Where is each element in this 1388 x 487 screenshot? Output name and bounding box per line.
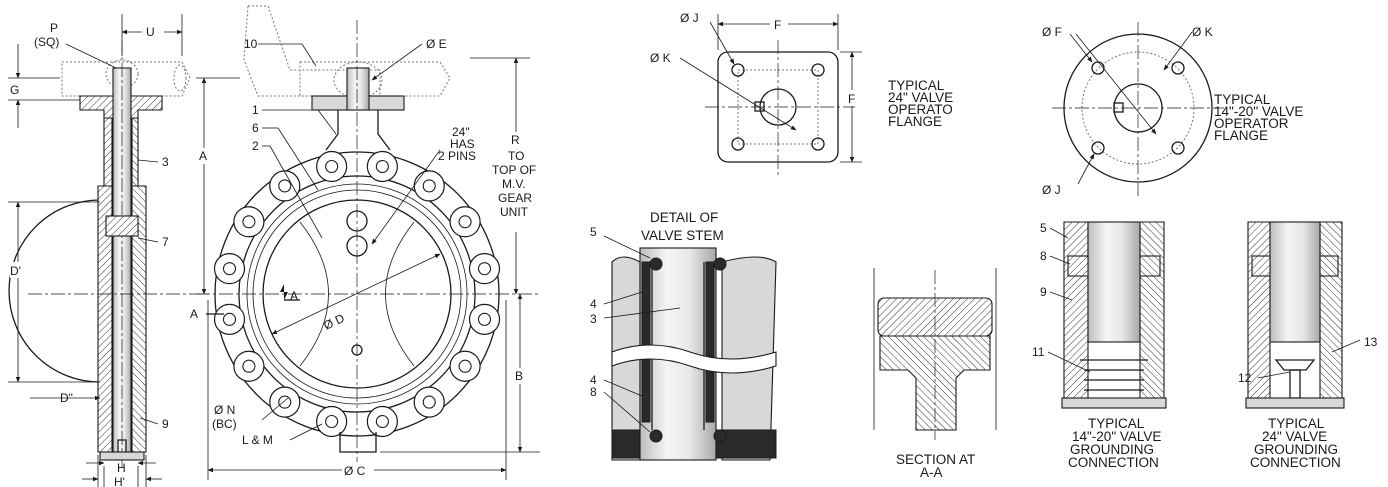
label-p-sq: (SQ) — [34, 35, 59, 49]
f24-label-j: Ø J — [680, 11, 699, 25]
stem-detail-view: DETAIL OF VALVE STEM 5 4 3 4 8 — [590, 210, 777, 461]
callout-10: 10 — [244, 37, 258, 51]
g24-caption-4: CONNECTION — [1250, 455, 1341, 470]
callout-1: 1 — [252, 103, 259, 117]
callout-7: 7 — [162, 235, 169, 249]
g1420-caption-2: 14"-20" VALVE — [1072, 429, 1161, 444]
f24-label-f-top: F — [774, 18, 781, 32]
stem-callout-8: 8 — [590, 385, 597, 399]
g24-callout-13: 13 — [1364, 335, 1378, 349]
section-a-right: A — [290, 289, 298, 303]
callout-9: 9 — [162, 417, 169, 431]
section-aa-caption-1: SECTION AT — [896, 452, 975, 467]
r-note-1: TO — [508, 149, 524, 163]
label-d-prime: D' — [10, 264, 21, 278]
lug-bolt-hole — [222, 262, 237, 276]
stem-callout-4b: 4 — [590, 373, 597, 387]
f1420-label-f: Ø F — [1042, 25, 1062, 39]
lug-bolt-hole — [422, 179, 436, 193]
lug-bolt-hole — [477, 312, 492, 326]
g24-caption-1: TYPICAL — [1268, 416, 1325, 431]
label-a-dim: A — [199, 149, 207, 163]
callout-6: 6 — [252, 121, 259, 135]
stem-callout-5: 5 — [590, 225, 597, 239]
g1420-caption-4: CONNECTION — [1068, 455, 1159, 470]
g1420-callout-5: 5 — [1040, 221, 1047, 235]
label-h-prime: H' — [114, 475, 125, 487]
f1420-caption-3: OPERATOR — [1214, 116, 1289, 131]
flange-14-20-view: Ø F Ø K Ø J TYPICAL 14"-20" VALVE OPERAT… — [1042, 22, 1303, 197]
stem-title-2: VALVE STEM — [641, 228, 724, 243]
label-u: U — [146, 25, 155, 39]
g1420-callout-11: 11 — [1032, 345, 1045, 359]
label-h: H — [117, 461, 126, 475]
label-b-dim: B — [515, 369, 523, 383]
g24-caption-3: GROUNDING — [1254, 442, 1338, 457]
pins-note-2: HAS — [450, 137, 475, 151]
f1420-caption-1: TYPICAL — [1214, 92, 1271, 107]
label-n: Ø N — [214, 403, 235, 417]
grounding-14-20-view: 5 8 9 11 TYPICAL 14"-20" VALVE GROUNDING… — [1032, 221, 1167, 470]
stem-callout-3: 3 — [590, 312, 597, 326]
f1420-caption-4: FLANGE — [1214, 128, 1268, 143]
lug-bolt-hole — [375, 414, 389, 429]
f24-caption-2: 24" VALVE — [888, 90, 953, 105]
pins-note-3: 2 PINS — [438, 149, 476, 163]
section-a-left: A — [190, 307, 198, 321]
r-note-2: TOP OF — [492, 163, 536, 177]
lug-bolt-hole — [458, 359, 472, 373]
f24-label-k: Ø K — [650, 51, 671, 65]
callout-3: 3 — [162, 155, 169, 169]
g1420-caption-3: GROUNDING — [1070, 442, 1154, 457]
label-p: P — [50, 21, 58, 35]
label-c-dim: Ø C — [344, 464, 366, 478]
callout-2: 2 — [252, 139, 259, 153]
g1420-caption-1: TYPICAL — [1088, 416, 1145, 431]
f1420-caption-2: 14"-20" VALVE — [1214, 104, 1303, 119]
lug-bolt-hole — [375, 159, 389, 174]
pins-note-1: 24" — [452, 125, 470, 139]
side-view: P (SQ) U G D' D" H H' 3 7 9 — [8, 14, 210, 487]
stem-callout-4a: 4 — [590, 297, 597, 311]
lug-bolt-hole — [242, 359, 256, 373]
lug-bolt-hole — [242, 215, 256, 229]
flange-24-view: Ø J Ø K F F TYPICAL 24" VALVE OPERATO FL… — [650, 11, 953, 175]
label-e: Ø E — [426, 37, 447, 51]
lug-bolt-hole — [278, 395, 292, 409]
lug-bolt-hole — [278, 179, 292, 193]
label-bc: (BC) — [212, 417, 237, 431]
section-aa-caption-2: A-A — [920, 465, 943, 480]
r-note-3: M.V. — [502, 177, 526, 191]
f1420-label-k: Ø K — [1192, 25, 1213, 39]
f24-caption-4: FLANGE — [888, 114, 942, 129]
label-d-dim: Ø D — [321, 311, 347, 333]
r-note-5: UNIT — [500, 205, 529, 219]
label-d-double-prime: D" — [60, 391, 73, 405]
g1420-callout-9: 9 — [1040, 285, 1047, 299]
f24-caption-1: TYPICAL — [888, 78, 945, 93]
label-g: G — [10, 83, 19, 97]
lug-bolt-hole — [325, 414, 339, 429]
f24-label-f-side: F — [848, 92, 855, 106]
g24-callout-12: 12 — [1238, 371, 1252, 385]
front-view: 10 Ø E 1 6 2 A B Ø C Ø D R TO TOP OF M.V… — [190, 5, 544, 480]
lug-bolt-hole — [222, 312, 237, 326]
lug-bolt-hole — [458, 215, 472, 229]
label-r-dim: R — [511, 133, 520, 147]
f1420-label-j: Ø J — [1042, 183, 1061, 197]
label-l-m: L & M — [242, 433, 273, 447]
lug-bolt-hole — [422, 395, 436, 409]
r-note-4: GEAR — [498, 191, 532, 205]
section-aa-view: SECTION AT A-A — [873, 268, 997, 480]
g1420-callout-8: 8 — [1040, 249, 1047, 263]
g24-caption-2: 24" VALVE — [1262, 429, 1327, 444]
grounding-24-view: 12 13 TYPICAL 24" VALVE GROUNDING CONNEC… — [1238, 221, 1378, 470]
f24-caption-3: OPERATO — [888, 102, 953, 117]
lug-bolt-hole — [477, 262, 492, 276]
lug-bolt-hole — [325, 159, 339, 174]
stem-title-1: DETAIL OF — [650, 210, 718, 225]
